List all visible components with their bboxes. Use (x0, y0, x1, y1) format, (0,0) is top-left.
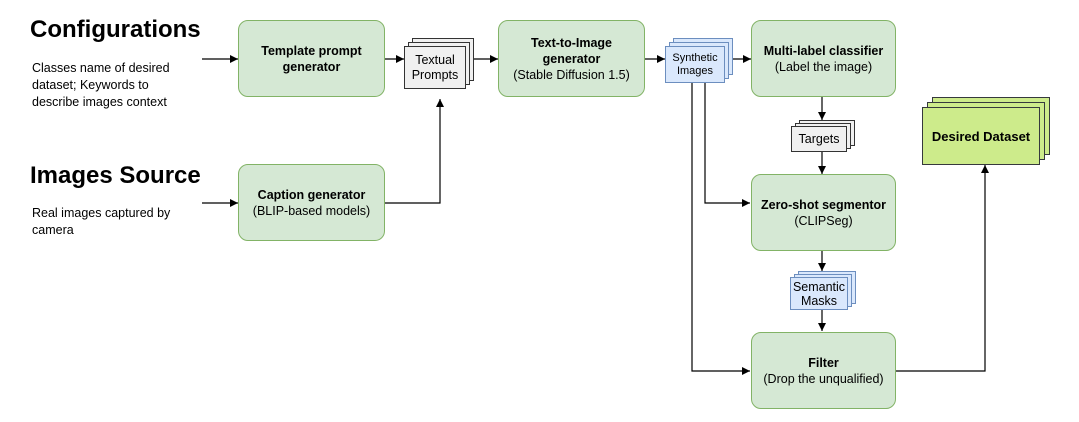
images-source-heading: Images Source (30, 162, 201, 189)
arrow-synthetic-to-segmentor (704, 79, 750, 207)
images-source-note: Real images captured by camera (32, 206, 171, 237)
arrow-synthetic-to-filter (691, 79, 750, 375)
arrow-filter-to-dataset (896, 165, 989, 372)
caption-generator-node: Caption generator (BLIP-based models) (238, 164, 385, 241)
zero-shot-segmentor-node: Zero-shot segmentor (CLIPSeg) (751, 174, 896, 251)
arrow-caption-to-prompts (385, 99, 444, 204)
filter-node: Filter (Drop the unqualified) (751, 332, 896, 409)
configurations-note: Classes name of desired dataset; Keyword… (32, 61, 170, 109)
configurations-heading: Configurations (30, 16, 201, 43)
multi-label-classifier-node: Multi-label classifier (Label the image) (751, 20, 896, 97)
